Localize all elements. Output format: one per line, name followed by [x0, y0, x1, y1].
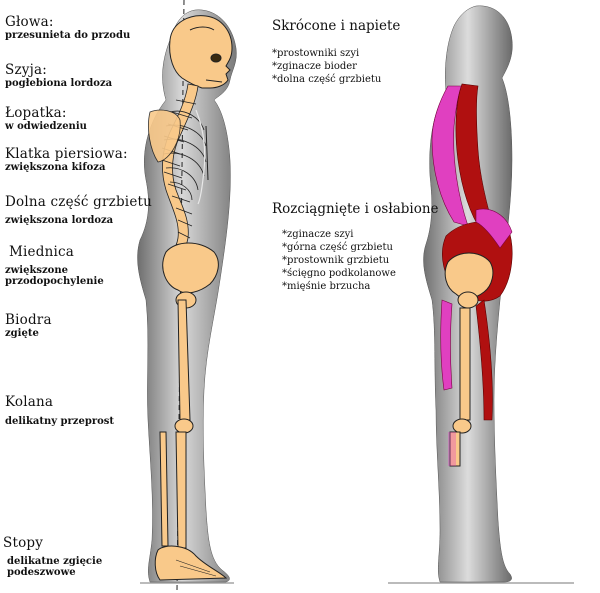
label-neck-heading: Szyja:	[5, 62, 47, 78]
label-chest-detail: zwiększona kifoza	[5, 162, 106, 173]
stretched-item-2: *górna część grzbietu	[282, 242, 393, 253]
stretched-item-4: *ścięgno podkolanowe	[282, 268, 396, 279]
label-head-detail: przesunieta do przodu	[5, 30, 131, 41]
stretched-group: Rozciągnięte i osłabione *zginacze szyi …	[272, 201, 439, 292]
label-hips: Biodra zgięte	[5, 312, 52, 339]
right-tibia	[449, 431, 461, 467]
label-scapula: Łopatka: w odwiedzeniu	[5, 105, 87, 132]
right-pelvis	[444, 252, 494, 309]
skull	[169, 15, 233, 89]
label-head: Głowa: przesunieta do przodu	[5, 14, 130, 41]
femur	[177, 299, 191, 421]
label-lower-back-heading: Dolna część grzbietu	[5, 194, 153, 210]
label-knees-heading: Kolana	[5, 394, 54, 410]
stretched-heading: Rozciągnięte i osłabione	[272, 201, 439, 217]
shortened-heading: Skrócone i napiete	[272, 18, 401, 34]
label-pelvis-detail-2: przodopochylenie	[5, 276, 104, 287]
label-hips-heading: Biodra	[5, 312, 52, 328]
right-shin-shade	[448, 432, 456, 466]
shortened-item-3: *dolna część grzbietu	[272, 74, 382, 85]
shortened-group: Skrócone i napiete *prostowniki szyi *zg…	[272, 18, 400, 85]
label-scapula-heading: Łopatka:	[5, 105, 67, 121]
shortened-item-1: *prostowniki szyi	[272, 48, 360, 59]
label-knees-detail: delikatny przeprost	[5, 416, 115, 427]
right-femur	[459, 307, 471, 421]
label-neck: Szyja: pogłebiona lordoza	[5, 62, 112, 89]
label-pelvis-detail-1: zwiększone	[5, 265, 68, 276]
stretched-item-5: *mięśnie brzucha	[282, 281, 371, 292]
sternum	[205, 125, 209, 181]
label-chest: Klatka piersiowa: zwiększona kifoza	[5, 146, 128, 173]
tibia	[175, 431, 187, 549]
shortened-item-2: *zginacze bioder	[272, 61, 357, 72]
label-lower-back: Dolna część grzbietu zwiększona lordoza	[5, 194, 152, 226]
scapula	[148, 109, 181, 163]
label-pelvis: Miednica zwiększone przodopochylenie	[5, 244, 104, 287]
hamstring-muscle	[475, 299, 493, 421]
label-hips-detail: zgięte	[5, 328, 39, 339]
label-head-heading: Głowa:	[5, 14, 54, 30]
label-lower-back-detail: zwiększona lordoza	[5, 215, 114, 226]
arm-outline	[195, 109, 206, 205]
label-feet-detail-1: delikatne zgięcie	[7, 556, 103, 567]
label-knees: Kolana delikatny przeprost	[5, 394, 114, 427]
oblique-muscle	[475, 208, 513, 249]
knee	[174, 418, 194, 434]
label-pelvis-heading: Miednica	[9, 244, 74, 260]
label-chest-heading: Klatka piersiowa:	[5, 146, 128, 162]
label-feet-heading: Stopy	[3, 535, 44, 551]
right-knee	[452, 418, 472, 434]
fibula	[159, 431, 169, 547]
label-feet-detail-2: podeszwowe	[7, 567, 76, 578]
stretched-item-3: *prostownik grzbietu	[282, 255, 390, 266]
label-feet: Stopy delikatne zgięcie podeszwowe	[3, 535, 102, 578]
label-scapula-detail: w odwiedzeniu	[5, 121, 87, 132]
hip-flexor-muscle	[440, 299, 453, 391]
label-neck-detail: pogłebiona lordoza	[5, 78, 113, 89]
stretched-item-1: *zginacze szyi	[282, 229, 354, 240]
